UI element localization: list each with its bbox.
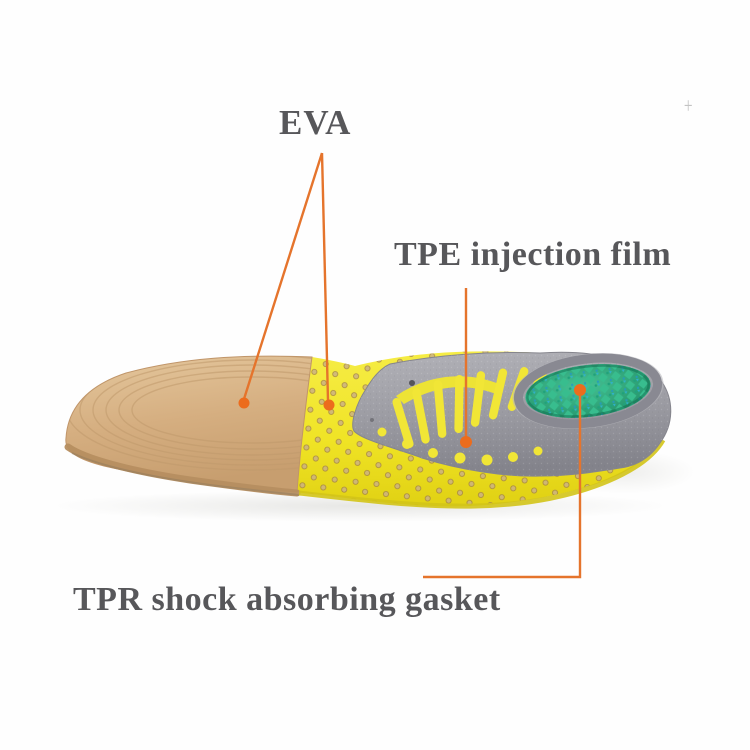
label-tpe: TPE injection film bbox=[394, 236, 672, 273]
eva-marker-dot-toe bbox=[238, 397, 250, 409]
eva-leader-line-left bbox=[242, 152, 324, 400]
arch-speck bbox=[370, 418, 374, 422]
toe-side-rim bbox=[64, 443, 301, 497]
tpr-marker-dot bbox=[574, 384, 586, 396]
heel-pad bbox=[512, 353, 664, 429]
faint-plus-mark: + bbox=[683, 93, 693, 118]
label-tpr: TPR shock absorbing gasket bbox=[73, 581, 501, 618]
toe-section bbox=[65, 355, 313, 493]
eva-leader-line-right bbox=[320, 152, 330, 402]
arch-vent-dots bbox=[377, 427, 543, 466]
eva-marker-dot-midfoot bbox=[323, 399, 335, 411]
callout-lines bbox=[242, 152, 582, 579]
yellow-side-rim bbox=[298, 438, 666, 509]
label-eva: EVA bbox=[279, 103, 352, 142]
arch-speck bbox=[409, 380, 415, 386]
tpe-marker-dot bbox=[460, 436, 472, 448]
tpr-leader-line bbox=[423, 396, 582, 579]
insole-body bbox=[64, 351, 672, 509]
callout-dots bbox=[238, 384, 586, 448]
